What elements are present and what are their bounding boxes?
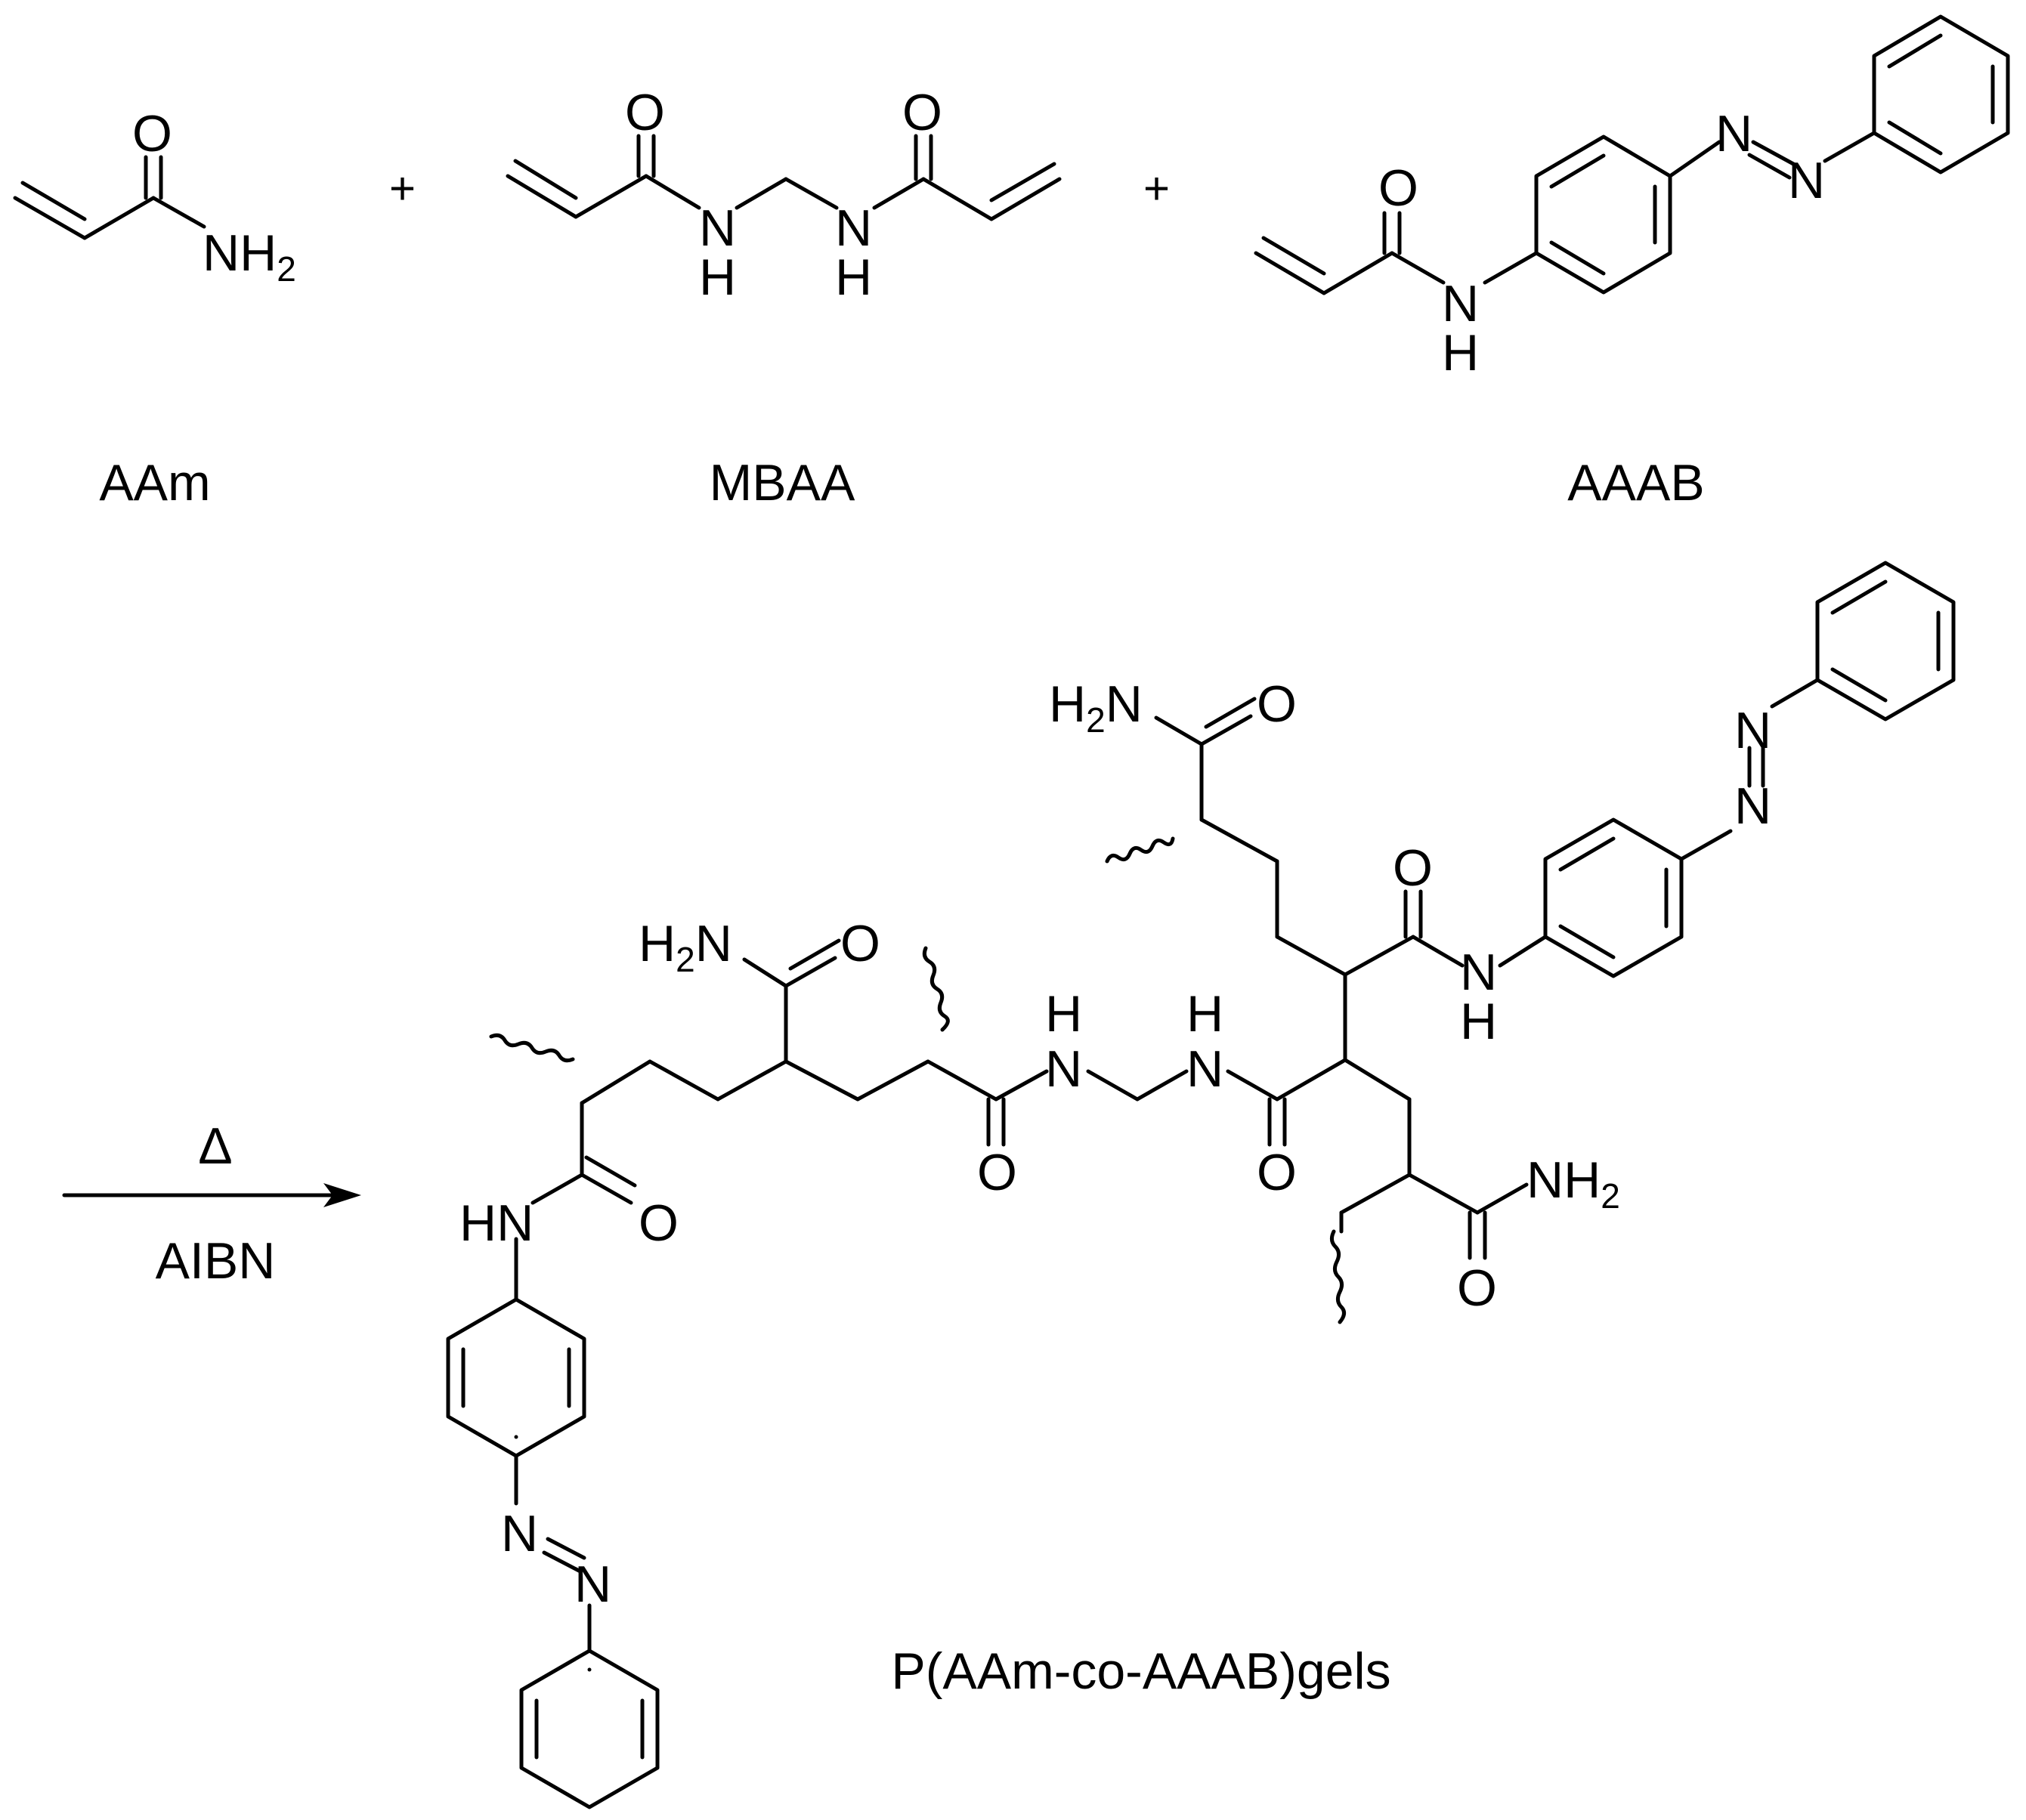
atom-o: O bbox=[639, 1194, 679, 1252]
atom-h2n: H2N bbox=[1049, 675, 1143, 740]
atom-o: O bbox=[977, 1144, 1017, 1201]
label-product: P(AAm-co-AAAB)gels bbox=[891, 1642, 1390, 1700]
atom-h: H bbox=[1186, 985, 1223, 1043]
atom-o: O bbox=[1393, 839, 1433, 897]
arrow-condition-aibn: AIBN bbox=[156, 1232, 276, 1290]
aam-structure: O NH2 bbox=[13, 105, 296, 289]
atom-h: H bbox=[835, 249, 872, 306]
atom-o: O bbox=[1257, 1144, 1297, 1201]
arrow-condition-heat: Δ bbox=[198, 1117, 232, 1175]
atom-nh2: NH2 bbox=[1526, 1151, 1620, 1216]
atom-n: N bbox=[699, 199, 736, 257]
plus-sign-1: + bbox=[389, 163, 416, 214]
label-mbaa: MBAA bbox=[710, 454, 855, 511]
atom-o: O bbox=[902, 84, 942, 141]
atom-o: O bbox=[840, 915, 880, 972]
atom-hn: HN bbox=[459, 1194, 534, 1252]
atom-n: N bbox=[835, 199, 872, 257]
atom-n: N bbox=[1460, 944, 1497, 1001]
atom-o: O bbox=[1378, 159, 1418, 217]
atom-o: O bbox=[132, 105, 172, 162]
mbaa-structure: O O N H N H bbox=[506, 84, 1062, 306]
atom-n: N bbox=[1715, 105, 1752, 162]
atom-n: N bbox=[1045, 1040, 1082, 1098]
atom-n: N bbox=[1734, 777, 1771, 835]
product-structure: O HN N N O H2N O N H N H O O H2N O N H N… bbox=[446, 561, 1956, 1809]
reaction-arrow bbox=[62, 1183, 361, 1207]
atom-n: N bbox=[1734, 702, 1771, 759]
atom-h: H bbox=[1460, 993, 1497, 1050]
atom-h2n: H2N bbox=[639, 915, 732, 979]
aaab-structure: O N H N N bbox=[1254, 14, 2010, 382]
label-aaab: AAAB bbox=[1567, 454, 1704, 511]
atom-h: H bbox=[699, 249, 736, 306]
atom-nh2: NH2 bbox=[203, 224, 296, 289]
atom-o: O bbox=[625, 84, 665, 141]
atom-o: O bbox=[1457, 1259, 1497, 1317]
atom-n: N bbox=[1788, 152, 1825, 209]
atom-n: N bbox=[1442, 275, 1479, 332]
plus-sign-2: + bbox=[1143, 163, 1170, 214]
atom-n: N bbox=[574, 1556, 611, 1613]
atom-o: O bbox=[1257, 675, 1297, 733]
atom-n: N bbox=[501, 1505, 538, 1562]
label-aam: AAm bbox=[99, 454, 210, 511]
atom-h: H bbox=[1045, 985, 1082, 1043]
atom-n: N bbox=[1186, 1040, 1223, 1098]
atom-h: H bbox=[1442, 324, 1479, 382]
